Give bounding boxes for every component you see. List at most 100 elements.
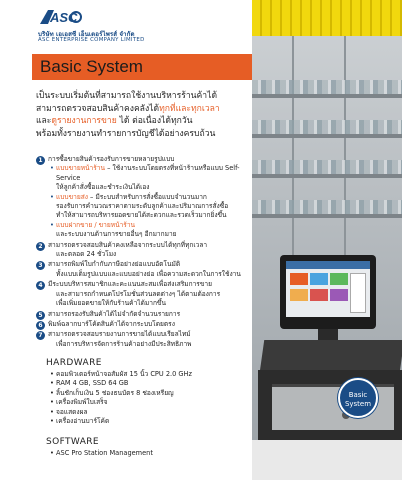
intro-paragraph: เป็นระบบเริ่มต้นที่สามารถใช้งานบริหารร้า…: [36, 90, 256, 140]
feature-sub-item: •แบบฝากขาย / ขายหน้าร้าน: [48, 221, 258, 230]
screen-tile: [330, 273, 348, 285]
svg-text:ASC: ASC: [49, 10, 78, 25]
list-item: จอแสดงผล: [50, 408, 250, 418]
feature-number-badge: 3: [36, 261, 45, 271]
feature-text: สามารถตรวจสอบรายงานการขายได้แบบเรียลไทม์: [48, 330, 191, 339]
shelf-products: [252, 200, 402, 214]
screen-tile: [330, 289, 348, 301]
screen-header-bar: [286, 261, 370, 269]
feature-sub-text: และตลอด 24 ชั่วโมง: [56, 250, 117, 259]
company-header: ASC บริษัท เอเอสซี เอ็นเตอร์ไพรส์ จำกัด …: [38, 6, 238, 46]
shelf: [252, 174, 402, 178]
pos-screen: [286, 261, 370, 317]
feature-number-badge: 2: [36, 241, 45, 251]
shelf-products: [252, 120, 402, 134]
bullet-icon: •: [50, 192, 54, 201]
feature-sub-item: และระบบงานด้านการขายอื่นๆ อีกมากมาย: [48, 230, 258, 239]
badge-line-2: System: [344, 400, 372, 408]
screen-tile: [290, 289, 308, 301]
shelf-products: [252, 80, 402, 94]
feature-sub-text: ทั้งแบบเต็มรูปแบบและแบบอย่างย่อ เพื่อควา…: [56, 269, 241, 278]
feature-sub-item: และตลอด 24 ชั่วโมง: [48, 250, 258, 259]
feature-sub-text: เพื่อการบริหารจัดการร้านค้าอย่างมีประสิท…: [56, 339, 192, 348]
drawer-lock-icon: [342, 411, 350, 419]
shelf: [252, 214, 402, 218]
bullet-icon: •: [50, 220, 54, 229]
feature-sub-item: ให้ลูกค้าสั่งซื้อและชำระเงินได้เอง: [48, 183, 258, 192]
monitor-stand: [318, 329, 338, 343]
list-item: เครื่องพิมพ์ใบเสร็จ: [50, 398, 250, 408]
feature-sub-text: ทำให้สามารถบริหารยอดขายได้สะดวกและรวดเร็…: [56, 211, 227, 220]
feature-number-badge: 1: [36, 156, 45, 165]
feature-sub-item: เพื่อการบริหารจัดการร้านค้าอย่างมีประสิท…: [48, 340, 258, 349]
shelf: [252, 94, 402, 98]
intro-line-2: สามารถตรวจสอบสินค้าคงคลังได้ทุกที่และทุก…: [36, 103, 220, 114]
company-logo: ASC: [40, 10, 82, 25]
title-banner: Basic System: [32, 54, 254, 80]
cash-drawer: [258, 370, 402, 440]
feature-sub-item: ทำให้สามารถบริหารยอดขายได้สะดวกและรวดเร็…: [48, 211, 258, 220]
screen-receipt-panel: [350, 273, 366, 313]
feature-sub-text: ให้ลูกค้าสั่งซื้อและชำระเงินได้เอง: [56, 183, 150, 192]
floor: [252, 440, 402, 480]
feature-number-badge: 4: [36, 281, 45, 291]
feature-sub-text: และระบบงานด้านการขายอื่นๆ อีกมากมาย: [56, 230, 177, 239]
hardware-list: คอมพิวเตอร์หน้าจอสัมผัส 15 นิ้ว CPU 2.0 …: [50, 370, 250, 427]
feature-sub-item: เพื่อเพิ่มยอดขายให้กับร้านค้าได้มากขึ้น: [48, 299, 258, 308]
shelf-products: [252, 160, 402, 174]
feature-number-badge: 7: [36, 331, 45, 341]
feature-sub-text: – มีระบบสำหรับการสั่งซื้อแบบจำนวนมาก: [87, 192, 207, 201]
screen-tile: [310, 289, 328, 301]
feature-number-badge: 5: [36, 310, 45, 320]
company-name-english: ASC ENTERPRISE COMPANY LIMITED: [38, 37, 145, 43]
feature-text: มีระบบบริหารสมาชิกและคะแนนสะสมเพื่อส่งเส…: [48, 280, 212, 289]
bullet-icon: •: [50, 164, 54, 173]
pos-terminal-base: [259, 340, 402, 372]
software-heading: SOFTWARE: [46, 437, 100, 447]
feature-text: สามารถตรวจสอบสินค้าคงเหลือจากระบบได้ทุกท…: [48, 240, 208, 249]
list-item: เครื่องอ่านบาร์โค้ด: [50, 417, 250, 427]
feature-text: สามารถรองรับสินค้าได้ไม่จำกัดจำนวนรายการ: [48, 309, 181, 318]
feature-text: สามารถพิมพ์ใบกำกับภาษีอย่างย่อแบบอัตโนมั…: [48, 260, 181, 269]
feature-sub-label: แบบขายส่ง: [56, 192, 88, 201]
intro-line-4: พร้อมทั้งรายงานทำรายการบัญชีได้อย่างครบถ…: [36, 128, 216, 139]
hardware-heading: HARDWARE: [46, 358, 102, 368]
company-name-thai: บริษัท เอเอสซี เอ็นเตอร์ไพรส์ จำกัด: [38, 31, 135, 38]
shelf-post: [344, 36, 346, 256]
feature-sub-text: – ใช้งานระบบโดยตรงที่หน้าร้านหรือแบบ Sel…: [56, 164, 240, 182]
feature-sub-item: และสามารถกำหนดโปรโมชั่นส่วนลดต่างๆ ได้ตา…: [48, 290, 258, 299]
feature-sub-item: •แบบขายส่ง – มีระบบสำหรับการสั่งซื้อแบบจ…: [48, 193, 258, 202]
basic-system-badge: Basic System: [338, 378, 378, 418]
badge-line-1: Basic: [348, 391, 368, 399]
screen-tile: [310, 273, 328, 285]
feature-sub-label: แบบขายหน้าร้าน: [56, 164, 106, 173]
list-item: RAM 4 GB, SSD 64 GB: [50, 379, 250, 389]
brochure-left-panel: ASC บริษัท เอเอสซี เอ็นเตอร์ไพรส์ จำกัด …: [0, 0, 256, 480]
feature-sub-label: แบบฝากขาย / ขายหน้าร้าน: [56, 220, 136, 229]
feature-text: พิมพ์ฉลากบาร์โค้ดสินค้าได้จากระบบโดยตรง: [48, 319, 175, 328]
feature-sub-item: •แบบขายหน้าร้าน – ใช้งานระบบโดยตรงที่หน้…: [48, 164, 258, 183]
feature-sub-text: และสามารถกำหนดโปรโมชั่นส่วนลดต่างๆ ได้ตา…: [56, 289, 221, 298]
ceiling-stripe: [252, 0, 402, 36]
shelf: [252, 134, 402, 138]
list-item: ลิ้นชักเก็บเงิน 5 ช่องธนบัตร 8 ช่องเหรีย…: [50, 389, 250, 399]
shelf-post: [292, 36, 294, 256]
intro-line-3: และดูรายงานการขาย ได้ ต่อเนื่องได้ทุกวัน: [36, 116, 193, 127]
feature-sub-item: รองรับการคำนวณราคาตามระดับลูกค้าและปริมา…: [48, 202, 258, 211]
feature-sub-text: รองรับการคำนวณราคาตามระดับลูกค้าและปริมา…: [56, 202, 229, 211]
product-photo: Basic System: [252, 0, 402, 480]
list-item: ASC Pro Station Management: [50, 449, 250, 459]
intro-line-1: เป็นระบบเริ่มต้นที่สามารถใช้งานบริหารร้า…: [36, 91, 218, 101]
page-title: Basic System: [40, 57, 143, 76]
feature-number-badge: 6: [36, 320, 45, 330]
pos-monitor: [280, 255, 376, 329]
list-item: คอมพิวเตอร์หน้าจอสัมผัส 15 นิ้ว CPU 2.0 …: [50, 370, 250, 380]
screen-tile: [290, 273, 308, 285]
